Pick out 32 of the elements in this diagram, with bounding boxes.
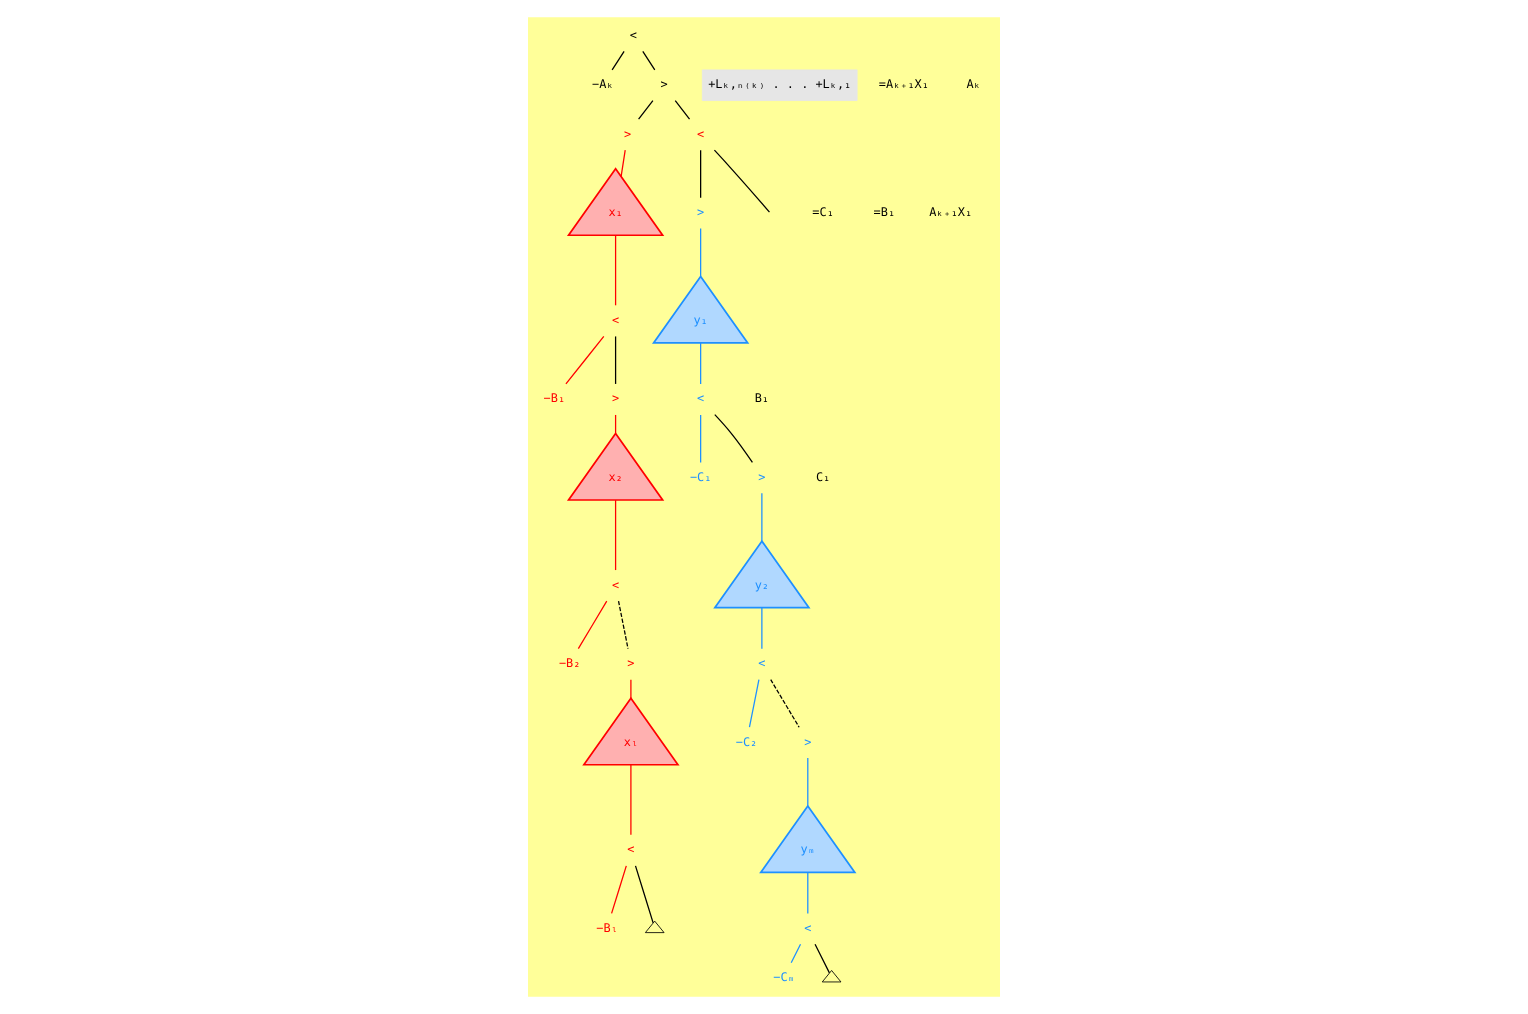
connector bbox=[617, 600, 629, 650]
connector bbox=[634, 865, 654, 924]
connector bbox=[577, 600, 608, 650]
connector bbox=[642, 50, 656, 71]
connector bbox=[713, 149, 771, 213]
connector bbox=[748, 679, 760, 728]
connector bbox=[700, 227, 702, 277]
connector bbox=[614, 234, 617, 306]
connector bbox=[790, 943, 802, 964]
connector bbox=[700, 342, 702, 385]
connector bbox=[700, 414, 702, 464]
connector bbox=[814, 943, 831, 974]
connector bbox=[674, 100, 691, 120]
connector bbox=[761, 492, 763, 542]
node-triangle bbox=[821, 970, 842, 983]
node-triangle bbox=[644, 920, 665, 934]
connector bbox=[565, 335, 605, 385]
connector bbox=[610, 865, 627, 915]
connector bbox=[637, 100, 654, 120]
connector bbox=[770, 679, 800, 728]
connector bbox=[620, 149, 626, 178]
connector bbox=[714, 414, 754, 464]
connector bbox=[700, 149, 702, 199]
connector bbox=[807, 757, 809, 807]
connector bbox=[630, 764, 632, 836]
connector bbox=[614, 414, 617, 435]
connector bbox=[630, 679, 632, 699]
connector bbox=[614, 499, 617, 571]
connector bbox=[761, 607, 763, 650]
connector bbox=[614, 335, 617, 385]
connector bbox=[611, 50, 625, 71]
connector bbox=[807, 871, 809, 915]
